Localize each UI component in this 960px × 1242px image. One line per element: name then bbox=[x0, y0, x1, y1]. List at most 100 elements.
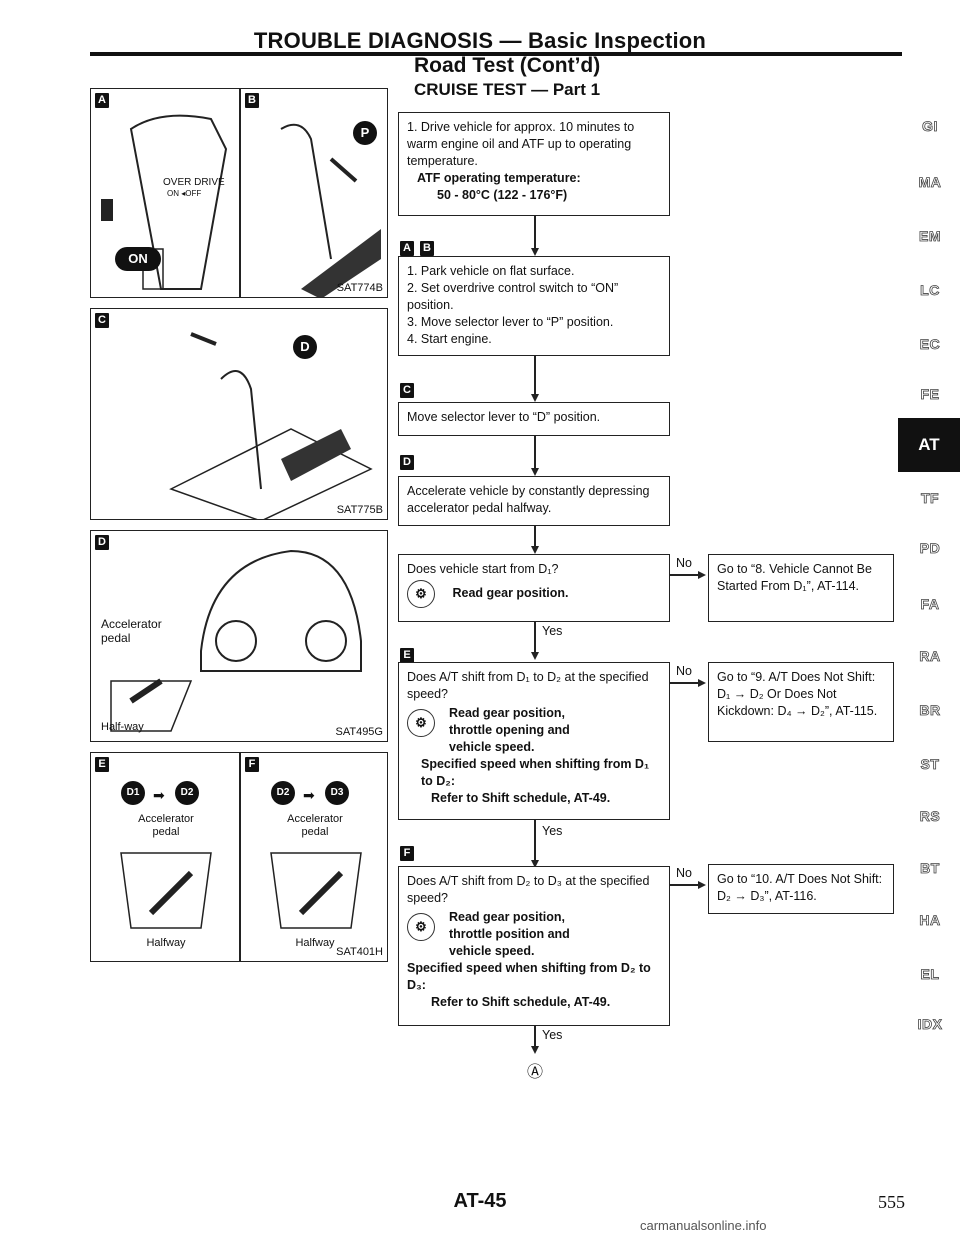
question-2-bold-5: Refer to Shift schedule, AT-49. bbox=[431, 791, 611, 805]
step-1-box: 1. Drive vehicle for approx. 10 minutes … bbox=[398, 112, 670, 216]
connector bbox=[534, 526, 536, 546]
step-1-bold-2: 50 - 80°C (122 - 176°F) bbox=[437, 188, 568, 202]
tab-lc[interactable]: LC bbox=[920, 282, 940, 299]
arrow-down-icon bbox=[531, 394, 539, 402]
tab-idx[interactable]: IDX bbox=[917, 1016, 943, 1033]
question-1-text: Does vehicle start from D₁? bbox=[407, 562, 559, 576]
step-3-box: Move selector lever to “D” position. bbox=[398, 402, 670, 436]
panel-tag: C bbox=[95, 313, 109, 328]
pedal-illustration bbox=[120, 852, 212, 929]
question-1-box: Does vehicle start from D₁? ⚙ Read gear … bbox=[398, 554, 670, 622]
od-switch-label: OVER DRIVE bbox=[163, 177, 225, 188]
flow-tag-b: B bbox=[420, 241, 434, 256]
connector bbox=[670, 884, 700, 886]
arrow-right-icon bbox=[698, 679, 706, 687]
selector-lever-illustration bbox=[280, 123, 381, 297]
car-driver-illustration bbox=[110, 549, 362, 732]
tab-fa[interactable]: FA bbox=[920, 596, 940, 613]
tab-el[interactable]: EL bbox=[920, 966, 940, 983]
step-2-line-4: 4. Start engine. bbox=[407, 332, 492, 346]
flow-tag-c: C bbox=[400, 383, 414, 398]
tab-ra[interactable]: RA bbox=[919, 648, 941, 665]
question-3-box: Does A/T shift from D₂ to D₃ at the spec… bbox=[398, 866, 670, 1026]
tab-fe[interactable]: FE bbox=[920, 386, 940, 403]
panel-tag: A bbox=[95, 93, 109, 108]
connector-a: Ⓐ bbox=[527, 1064, 544, 1081]
connector bbox=[534, 820, 536, 860]
halfway-label: Half-way bbox=[101, 721, 144, 733]
panel-c: C D SAT775B bbox=[90, 308, 388, 520]
no-label: No bbox=[676, 866, 692, 880]
consult-icon: ⚙ bbox=[407, 709, 435, 737]
figure-code: SAT401H bbox=[336, 946, 383, 958]
arrow-right-icon: ➡ bbox=[153, 787, 165, 803]
yes-label: Yes bbox=[542, 824, 563, 838]
question-3-bold-2: throttle position and bbox=[449, 927, 570, 941]
flow-tag-e: E bbox=[400, 648, 414, 663]
tab-em[interactable]: EM bbox=[919, 228, 941, 245]
gear-to-icon: D3 bbox=[325, 781, 349, 805]
tab-gi[interactable]: GI bbox=[922, 118, 938, 135]
section-subtitle: Road Test (Cont’d) bbox=[414, 54, 601, 77]
connector bbox=[670, 682, 700, 684]
step-2-line-3: 3. Move selector lever to “P” position. bbox=[407, 315, 614, 329]
step-2-line-1: 1. Park vehicle on flat surface. bbox=[407, 264, 575, 278]
result-1-box: Go to “8. Vehicle Cannot Be Started From… bbox=[708, 554, 894, 622]
watermark: carmanualsonline.info bbox=[640, 1218, 767, 1233]
question-3-text: Does A/T shift from D₂ to D₃ at the spec… bbox=[407, 874, 650, 905]
connector bbox=[534, 1026, 536, 1048]
tab-at[interactable]: AT bbox=[898, 418, 960, 472]
question-2-bold-1: Read gear position, bbox=[449, 706, 565, 720]
connector bbox=[534, 622, 536, 652]
result-2-box: Go to “9. A/T Does Not Shift: D₁ → D₂ Or… bbox=[708, 662, 894, 742]
arrow-down-icon bbox=[531, 248, 539, 256]
panel-e: E D1 ➡ D2 Accelerator pedal Halfway bbox=[90, 752, 240, 962]
gear-to-icon: D2 bbox=[175, 781, 199, 805]
panel-tag: F bbox=[245, 757, 259, 772]
arrow-right-icon bbox=[698, 881, 706, 889]
question-3-bold-3: vehicle speed. bbox=[449, 944, 535, 958]
no-label: No bbox=[676, 556, 692, 570]
gear-from-icon: D2 bbox=[271, 781, 295, 805]
od-switch-sub: ON ◂OFF bbox=[167, 189, 202, 198]
connector bbox=[670, 574, 700, 576]
consult-icon: ⚙ bbox=[407, 913, 435, 941]
tab-st[interactable]: ST bbox=[920, 756, 940, 773]
result-2-text: Go to “9. A/T Does Not Shift: D₁ → D₂ Or… bbox=[717, 670, 878, 718]
tab-ha[interactable]: HA bbox=[919, 912, 941, 929]
halfway-label: Halfway bbox=[146, 937, 186, 949]
question-3-bold-4: Specified speed when shifting from D₂ to… bbox=[407, 961, 651, 992]
step-2-box: 1. Park vehicle on flat surface. 2. Set … bbox=[398, 256, 670, 356]
tab-bt[interactable]: BT bbox=[920, 860, 940, 877]
tab-tf[interactable]: TF bbox=[920, 490, 940, 507]
arrow-right-icon bbox=[698, 571, 706, 579]
step-3-text: Move selector lever to “D” position. bbox=[407, 410, 601, 424]
panel-f: F D2 ➡ D3 Accelerator pedal Halfway SAT4… bbox=[240, 752, 388, 962]
tab-pd[interactable]: PD bbox=[919, 540, 941, 557]
shift-knob-illustration bbox=[101, 114, 228, 290]
connector bbox=[534, 436, 536, 468]
panel-tag: E bbox=[95, 757, 109, 772]
tab-rs[interactable]: RS bbox=[919, 808, 941, 825]
title-rule bbox=[90, 52, 902, 56]
question-2-bold-2: throttle opening and bbox=[449, 723, 570, 737]
tab-ec[interactable]: EC bbox=[919, 336, 941, 353]
result-3-box: Go to “10. A/T Does Not Shift: D₂ → D₃”,… bbox=[708, 864, 894, 914]
question-1-bold: Read gear position. bbox=[452, 586, 569, 601]
question-3-bold-1: Read gear position, bbox=[449, 910, 565, 924]
step-1-bold-1: ATF operating temperature: bbox=[417, 171, 581, 185]
tab-ma[interactable]: MA bbox=[918, 174, 942, 191]
tab-br[interactable]: BR bbox=[919, 702, 941, 719]
connector bbox=[534, 216, 536, 250]
page-title: TROUBLE DIAGNOSIS — Basic Inspection bbox=[253, 28, 707, 53]
figure-code: SAT775B bbox=[336, 504, 383, 516]
arrow-down-icon bbox=[531, 546, 539, 554]
question-3-bold-5: Refer to Shift schedule, AT-49. bbox=[431, 995, 611, 1009]
arrow-right-icon: ➡ bbox=[303, 787, 315, 803]
arrow-down-icon bbox=[531, 468, 539, 476]
result-3-text: Go to “10. A/T Does Not Shift: D₂ → D₃”,… bbox=[717, 872, 883, 903]
gear-d-icon: D bbox=[293, 335, 317, 359]
halfway-label: Halfway bbox=[295, 937, 335, 949]
arrow-down-icon bbox=[531, 860, 539, 868]
yes-label: Yes bbox=[542, 1028, 563, 1042]
